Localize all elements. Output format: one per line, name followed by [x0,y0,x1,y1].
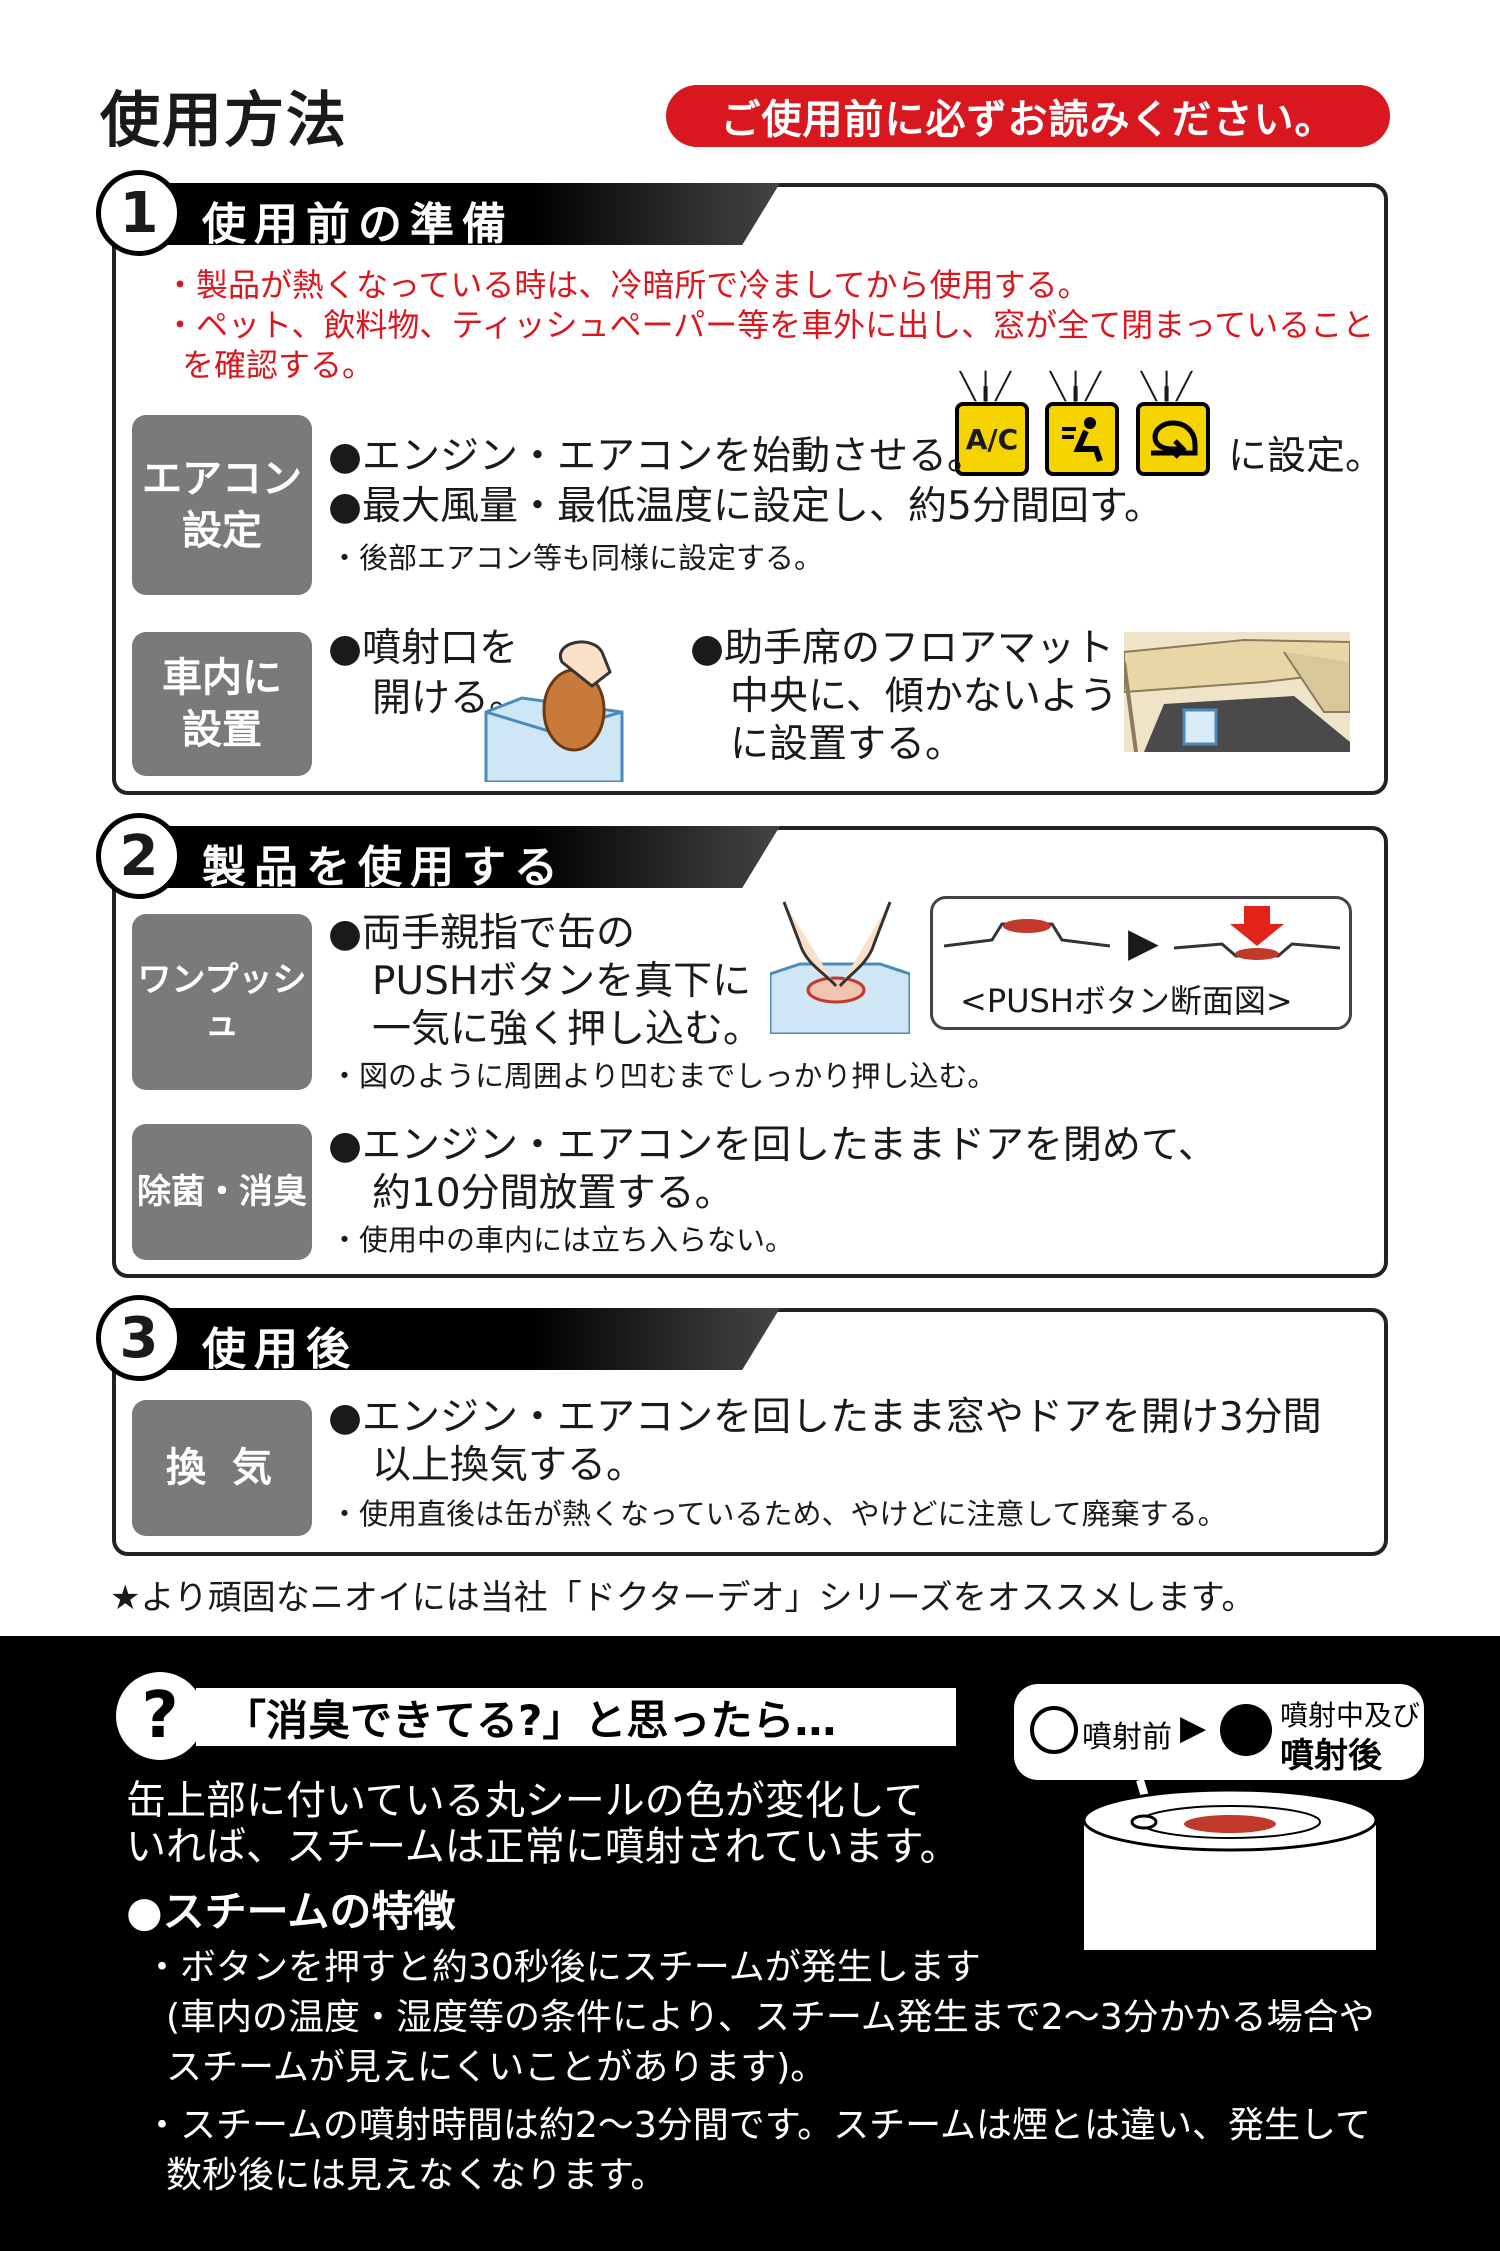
notice-banner: ご使用前に必ずお読みください。 [666,85,1390,147]
place-mat-2: 中央に、傾かないよう [730,674,1119,719]
section-1-band [150,183,780,245]
section-2-band [150,826,780,888]
section-3-number: 3 [96,1295,182,1381]
face-vent-icon [1045,402,1119,476]
ac-line-2: ●最大風量・最低温度に設定し、約5分間回す。 [328,484,1163,529]
section-3-band [150,1308,780,1370]
vent-line-1: ●エンジン・エアコンを回したまま窓やドアを開け3分間 [328,1395,1322,1440]
push-diagram-caption: <PUSHボタン断面図> [960,982,1293,1020]
ac-line-1-end: に設定。 [1228,434,1385,479]
section-2-number: 2 [96,813,182,899]
empty-circle-icon [1030,1706,1078,1754]
push-note: ・図のように周囲より凹むまでしっかり押し込む。 [330,1059,997,1093]
after-label-1: 噴射中及び [1280,1699,1421,1732]
filled-circle-icon [1220,1704,1272,1756]
vent-line-2: 以上換気する。 [372,1443,646,1488]
desc-line-2: いれば、スチームは正常に噴射されています。 [126,1824,960,1870]
thumbs-press-illustration [768,894,912,1036]
section-1-title: 使用前の準備 [202,199,514,250]
ac-note: ・後部エアコン等も同様に設定する。 [330,541,824,575]
can-top-illustration [1080,1770,1380,1950]
before-label: 噴射前 [1082,1720,1172,1755]
push-diagram-box [930,896,1352,1030]
warning-line-2: ・ペット、飲料物、ティッシュペーパー等を車外に出し、窓が全て閉まっていること [164,306,1375,344]
warning-line-1: ・製品が熱くなっている時は、冷暗所で冷ましてから使用する。 [164,266,1090,304]
ac-button-icon: A/C [955,402,1029,476]
section-3-title: 使用後 [202,1324,358,1375]
place-open-1: ●噴射口を [328,626,519,671]
warning-line-3: を確認する。 [182,346,375,384]
vent-note: ・使用直後は缶が熱くなっているため、やけどに注意して廃棄する。 [330,1497,1227,1531]
recommend-text: ★より頑固なニオイには当社「ドクターデオ」シリーズをオススメします。 [110,1578,1256,1618]
push-line-3: 一気に強く押し込む。 [372,1007,763,1052]
rays-icon: ╲╽╱ [1141,372,1194,402]
place-mat-1: ●助手席のフロアマット [690,626,1115,671]
section-1-number: 1 [96,170,182,256]
place-mat-3: に設置する。 [730,722,965,767]
ac-line-1: ●エンジン・エアコンを始動させる。 [328,434,987,479]
section-2-title: 製品を使用する [202,842,566,893]
deodorize-label: 除菌・消臭 [132,1124,312,1260]
one-push-label: ワンプッシュ [132,914,312,1090]
push-diagram-before [942,910,1112,960]
feature-title: ●スチームの特徴 [126,1887,456,1936]
deodorize-note: ・使用中の車内には立ち入らない。 [330,1223,795,1257]
question-icon: ? [116,1672,204,1760]
rays-icon: ╲╽╱ [1050,372,1103,402]
deodorize-line-2: 約10分間放置する。 [372,1171,734,1216]
push-line-1: ●両手親指で缶の [328,911,636,956]
ventilation-label: 換 気 [132,1400,312,1536]
desc-line-1: 缶上部に付いている丸シールの色が変化して [126,1778,924,1824]
push-diagram-after [1172,904,1342,964]
after-label-2: 噴射後 [1280,1736,1382,1776]
feature-2-line-1: ・スチームの噴射時間は約2〜3分間です。スチームは煙とは違い、発生して [144,2105,1371,2146]
feature-1-line-2: (車内の温度・湿度等の条件により、スチーム発生まで2〜3分かかる場合や [166,1997,1375,2038]
arrow-right-icon: ▶ [1128,920,1159,966]
feature-2-line-2: 数秒後には見えなくなります。 [166,2155,667,2196]
can-open-illustration [482,632,632,784]
rays-icon: ╲╽╱ [960,372,1013,402]
page-title: 使用方法 [100,86,348,156]
push-line-2: PUSHボタンを真下に [372,959,752,1004]
car-floor-illustration [1122,632,1351,753]
feature-1-line-1: ・ボタンを押すと約30秒後にスチームが発生します [144,1947,981,1988]
faq-title: 「消臭できてる?」と思ったら… [196,1688,956,1746]
place-label: 車内に 設置 [132,632,312,776]
feature-1-line-3: スチームが見えにくいことがあります)。 [166,2047,827,2088]
deodorize-line-1: ●エンジン・エアコンを回したままドアを閉めて、 [328,1123,1217,1168]
recirculation-icon [1136,402,1210,476]
sticker-bubble [1014,1684,1424,1780]
arrow-right-icon: ▶ [1180,1708,1207,1748]
ac-setting-label: エアコン 設定 [132,415,312,595]
